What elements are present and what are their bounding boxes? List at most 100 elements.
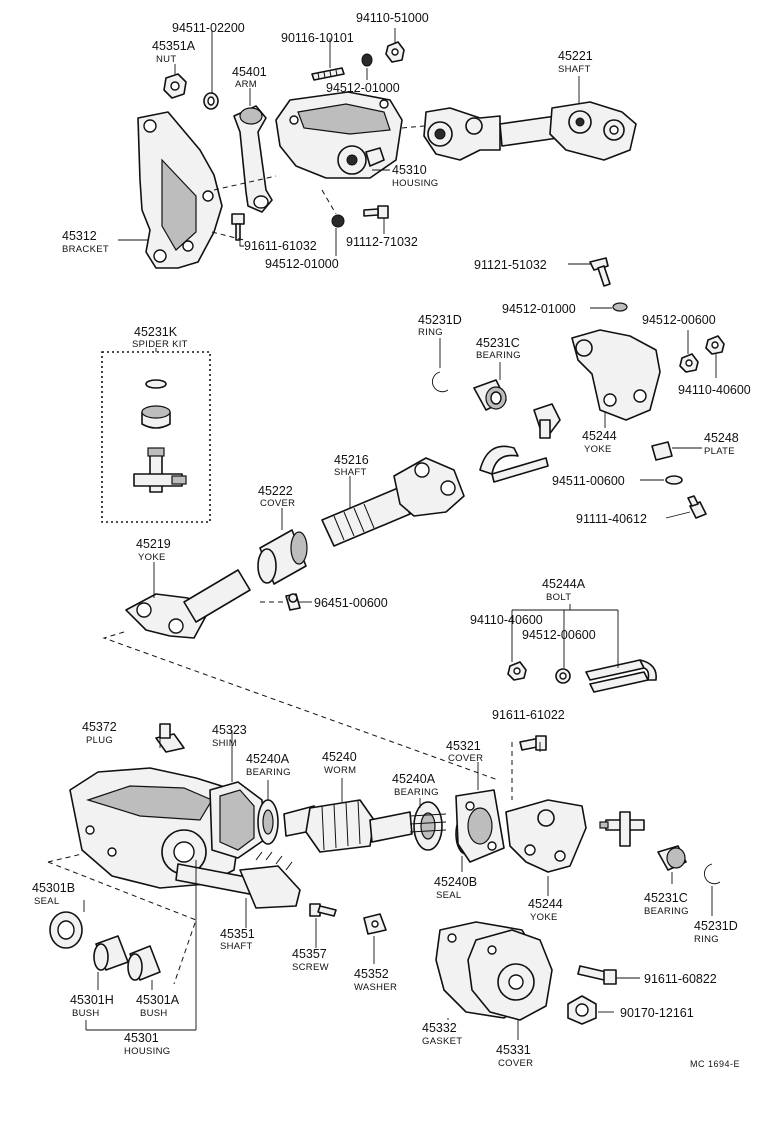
label-45351: 45351 — [220, 927, 255, 941]
bolt-91111-40612-part — [687, 495, 707, 519]
label-45357: 45357 — [292, 947, 327, 961]
label-bolt: BOLT — [546, 592, 571, 603]
label-94110-40600-upper: 94110-40600 — [678, 383, 751, 397]
label-screw: SCREW — [292, 962, 329, 973]
label-45231d-lower: 45231D — [694, 919, 738, 933]
washer-94512-01000-mid-part — [612, 302, 628, 312]
screw-part — [309, 903, 337, 917]
label-45244-lower: 45244 — [528, 897, 563, 911]
nut-94110-40600-lower-part — [507, 661, 527, 681]
spider-kit-part — [101, 351, 211, 523]
label-45301h: 45301H — [70, 993, 114, 1007]
shim-part — [209, 781, 265, 859]
washer-94512-01000-top-part — [361, 53, 373, 67]
ring-45231d-lower-part — [703, 863, 721, 885]
label-shaft-45221: SHAFT — [558, 64, 591, 75]
label-45216: 45216 — [334, 453, 369, 467]
bolt-91611-61032-part — [231, 213, 245, 241]
arm-part — [233, 105, 273, 213]
washer-94512-00600-part — [679, 353, 699, 373]
label-91112-71032: 91112-71032 — [346, 235, 418, 249]
yoke-45244-upper-part — [571, 329, 661, 421]
label-bracket: BRACKET — [62, 244, 109, 255]
label-yoke-45244-upper: YOKE — [584, 444, 612, 455]
labels: 94511-02200 94110-51000 90116-10101 4535… — [32, 11, 751, 1069]
bolt-91112-71032-part — [363, 205, 389, 219]
washer-94512-00600-lower-part — [555, 668, 571, 684]
label-94512-00600-lower: 94512-00600 — [522, 628, 596, 642]
label-45310: 45310 — [392, 163, 427, 177]
label-91611-61032: 91611-61032 — [244, 239, 317, 253]
label-ring-lower: RING — [694, 934, 719, 945]
label-94110-51000: 94110-51000 — [356, 11, 429, 25]
label-cover-45222: COVER — [260, 498, 295, 509]
label-45244a: 45244A — [542, 577, 586, 591]
grease-fitting-96451-part — [285, 593, 301, 611]
label-94512-01000-mid: 94512-01000 — [502, 302, 576, 316]
plug-part — [155, 723, 185, 753]
label-45301: 45301 — [124, 1031, 159, 1045]
nut-45351a-part — [163, 73, 187, 99]
label-45222: 45222 — [258, 484, 293, 498]
diagram-code: MC 1694-E — [690, 1059, 740, 1069]
bearing-45231c-lower-part — [657, 845, 687, 871]
intermediate-shaft-45221-part — [423, 101, 637, 161]
label-91611-60822: 91611-60822 — [644, 972, 717, 986]
cover-45331-part — [467, 929, 553, 1021]
bracket-part — [137, 111, 223, 269]
label-91121-51032: 91121-51032 — [474, 258, 547, 272]
washer-45352-part — [363, 913, 387, 935]
bolt-91121-51032-part — [589, 257, 611, 287]
sliding-shaft-45216-part — [321, 457, 465, 547]
label-45301a: 45301A — [136, 993, 180, 1007]
label-96451-00600: 96451-00600 — [314, 596, 388, 610]
label-nut: NUT — [156, 54, 176, 65]
washer-94512-01000-lower-part — [331, 214, 345, 228]
nut-94110-51000-part — [385, 41, 405, 63]
label-worm: WORM — [324, 765, 356, 776]
washer-94511-00600-part — [665, 475, 683, 485]
label-plate: PLATE — [704, 446, 735, 457]
label-45351a: 45351A — [152, 39, 196, 53]
bolt-91611-60822-part — [577, 965, 617, 985]
label-washer: WASHER — [354, 982, 397, 993]
label-bearing-45231c-upper: BEARING — [476, 350, 521, 361]
main-housing-45301-part — [69, 767, 241, 889]
label-94511-02200: 94511-02200 — [172, 21, 245, 35]
label-94512-00600-upper: 94512-00600 — [642, 313, 716, 327]
label-45331: 45331 — [496, 1043, 531, 1057]
label-spider-kit: SPIDER KIT — [132, 339, 188, 350]
stud-part — [311, 67, 345, 81]
nut-90170-12161-part — [567, 995, 597, 1025]
u-bolt-45244a-part — [585, 659, 657, 693]
bearing-45231c-upper-part — [473, 379, 507, 411]
label-45231k: 45231K — [134, 325, 178, 339]
label-94511-00600: 94511-00600 — [552, 474, 625, 488]
label-94512-01000-lower: 94512-01000 — [265, 257, 339, 271]
label-ring-upper: RING — [418, 327, 443, 338]
label-91111-40612: 91111-40612 — [576, 512, 647, 526]
label-45231c-upper: 45231C — [476, 336, 520, 350]
label-45221: 45221 — [558, 49, 593, 63]
yoke-45244-lower-part — [505, 799, 587, 873]
label-bush-45301a: BUSH — [140, 1008, 168, 1019]
label-45323: 45323 — [212, 723, 247, 737]
label-seal-45301b: SEAL — [34, 896, 60, 907]
label-45332: 45332 — [422, 1021, 457, 1035]
seal-45301b-part — [49, 911, 83, 949]
label-91611-61022: 91611-61022 — [492, 708, 565, 722]
nut-94110-40600-part — [705, 335, 725, 355]
label-45312: 45312 — [62, 229, 97, 243]
label-94512-01000-top: 94512-01000 — [326, 81, 400, 95]
bush-45301h-part — [93, 935, 129, 971]
spider-lower-part — [599, 811, 645, 847]
leader-lines — [83, 28, 717, 1040]
label-plug: PLUG — [86, 735, 113, 746]
assembly-dashed-lines — [47, 125, 513, 985]
label-94110-40600-lower: 94110-40600 — [470, 613, 543, 627]
dust-cover-part — [257, 529, 308, 585]
label-cover-45331: COVER — [498, 1058, 533, 1069]
label-45231c-lower: 45231C — [644, 891, 688, 905]
u-bolt-upper-part — [479, 445, 549, 483]
